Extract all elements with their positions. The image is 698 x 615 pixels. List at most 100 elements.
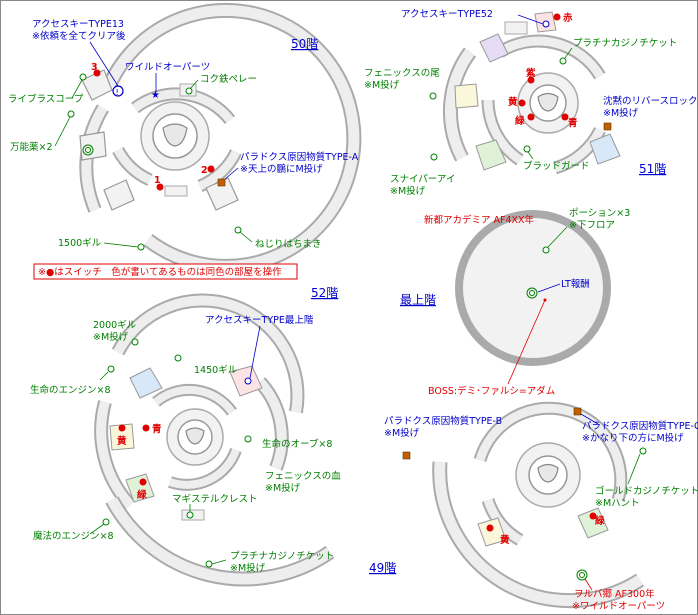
reverse-rock-marker <box>603 122 612 131</box>
f51-switch-blue <box>561 113 569 121</box>
f52-switch-yellow <box>118 424 126 432</box>
label-yarubo-note: ※ワイルドオーパーツ <box>572 601 665 612</box>
label-platinum-52: プラチナカジノチケット <box>230 551 334 562</box>
label-phoenix-blood: フェニックスの血 <box>265 470 341 482</box>
f50-room-w <box>79 131 107 161</box>
label-wild-oparts: ワイルドオーパーツ <box>125 62 210 73</box>
label-access52: アクセスキーTYPE52 <box>401 9 493 20</box>
svg-text:1: 1 <box>154 175 161 186</box>
label-life-orb: 生命のオーブ×8 <box>262 438 332 450</box>
f52-switch-green <box>139 478 147 486</box>
label-potion-note: ※下フロア <box>569 220 615 231</box>
label-gold-note: ※Mハント <box>595 498 640 509</box>
label-gold: ゴールドカジノチケット <box>595 485 698 497</box>
f51-switch-purple <box>527 76 535 84</box>
floor-52-map <box>94 293 335 587</box>
f51-room-green <box>475 139 507 171</box>
f51-switch-red <box>553 13 561 21</box>
label-yarubo: ヲルバ郷 AF300年 <box>574 588 655 600</box>
svg-text:3: 3 <box>91 62 98 73</box>
label-gil1450: 1450ギル <box>194 365 238 376</box>
svg-text:緑: 緑 <box>515 115 525 127</box>
floor-label-49: 49階 <box>369 560 396 575</box>
f51-switch-yellow <box>518 99 526 107</box>
floor-label-52: 52階 <box>311 285 338 300</box>
label-screw: ねじりはちまき <box>255 239 322 250</box>
label-life-engine: 生命のエンジン×8 <box>30 384 111 396</box>
label-platinum-52-note: ※M投げ <box>230 562 266 574</box>
f50-switch-1 <box>156 183 164 191</box>
floor-52-labels: 52階 2000ギル ※M投げ アクセスキーTYPE最上階 1450ギル 生命の… <box>30 285 341 574</box>
label-libra: ライブラスコープ <box>8 93 84 105</box>
svg-text:青: 青 <box>152 423 162 435</box>
f51-room-yellow <box>454 83 479 109</box>
f49-room-green <box>577 507 609 539</box>
f52-room-blue <box>129 367 163 399</box>
label-potion: ポーション×3 <box>569 208 630 219</box>
svg-text:黄: 黄 <box>500 534 510 546</box>
label-sniper: スナイパーアイ <box>390 174 455 185</box>
floor-label-top: 最上階 <box>400 292 436 307</box>
floor-49-labels: 49階 パラドクス原因物質TYPE-B ※M投げ パラドクス原因物質TYPE-C… <box>369 407 698 612</box>
label-phoenix-tail: フェニックスの尾 <box>364 68 440 79</box>
svg-text:青: 青 <box>568 117 578 129</box>
label-access13: アクセスキーTYPE13 <box>32 19 124 30</box>
paradox-c-marker <box>573 407 582 416</box>
paradox-b-marker <box>402 451 411 460</box>
svg-text:赤: 赤 <box>563 12 573 24</box>
svg-text:黄: 黄 <box>508 96 518 108</box>
label-paradox-c: パラドクス原因物質TYPE-C <box>582 420 698 432</box>
svg-text:2: 2 <box>201 165 208 176</box>
label-sniper-note: ※M投げ <box>390 185 426 197</box>
label-reverse-rock-note: ※M投げ <box>603 107 639 119</box>
f51-switch-green <box>527 113 535 121</box>
floor-top-labels: 最上階 新都アカデミア AF4XX年 ポーション×3 ※下フロア LT報酬 BO… <box>400 208 630 397</box>
wild-oparts-star-icon: ★ <box>151 90 160 101</box>
f52-room-green <box>125 473 155 503</box>
label-boss: BOSS:デミ･ファルシ=アダム <box>428 385 555 397</box>
svg-text:緑: 緑 <box>137 489 147 501</box>
label-platinum-51: プラチナカジノチケット <box>573 38 677 49</box>
label-paradox-b-note: ※M投げ <box>384 427 420 439</box>
label-magic-engine: 魔法のエンジン×8 <box>33 530 114 542</box>
access13-marker <box>112 85 124 97</box>
label-paradox-a: パラドクス原因物質TYPE-A <box>240 151 359 163</box>
label-elixir: 万能薬×2 <box>10 141 53 153</box>
floor-51-labels: 51階 アクセスキーTYPE52 赤 プラチナカジノチケット フェニックスの尾 … <box>364 9 698 197</box>
f50-switch-2 <box>207 165 215 173</box>
svg-text:紫: 紫 <box>526 67 536 79</box>
f50-switch-3 <box>93 69 101 77</box>
svg-text:緑: 緑 <box>595 515 605 527</box>
label-lt: LT報酬 <box>561 279 590 290</box>
f52-switch-blue <box>142 424 150 432</box>
label-gil2000-note: ※M投げ <box>93 331 129 343</box>
f51-room-purple <box>479 33 509 63</box>
label-phoenix-tail-note: ※M投げ <box>364 79 400 91</box>
f49-room-yellow <box>477 517 507 547</box>
svg-text:黄: 黄 <box>117 435 127 447</box>
label-paradox-a-note: ※天上の鵬にM投げ <box>240 163 323 175</box>
label-blood-guard: ブラッドガード <box>523 160 590 172</box>
floor-label-50: 50階 <box>291 36 318 51</box>
f49-switch-green <box>589 512 597 520</box>
switch-note: ※●はスイッチ 色が書いてあるものは同色の部屋を操作 <box>38 266 282 278</box>
floor-label-51: 51階 <box>639 161 666 176</box>
label-paradox-c-note: ※かなり下の方にM投げ <box>582 432 684 444</box>
label-paradox-b: パラドクス原因物質TYPE-B <box>384 415 502 427</box>
label-reverse-rock: 沈黙のリバースロック <box>603 95 698 107</box>
f50-core-emblem <box>162 123 188 147</box>
f52-room-yellow <box>109 423 135 451</box>
label-magistel: マギステルクレスト <box>172 494 258 505</box>
floor-50-labels: 50階 アクセスキーTYPE13 ※依頼を全てクリア後 ! ワイルドオーパーツ … <box>8 19 359 251</box>
f50-room-sw <box>103 179 135 211</box>
floor-51-map <box>442 11 621 175</box>
f49-switch-yellow <box>486 524 494 532</box>
label-cobalt: コク鉄ペレー <box>200 73 257 85</box>
label-gil2000: 2000ギル <box>93 320 137 331</box>
f51-room-blue <box>589 133 621 165</box>
svg-text:!: ! <box>116 88 119 97</box>
label-gil1500: 1500ギル <box>58 238 102 249</box>
label-access13-note: ※依頼を全てクリア後 <box>32 30 126 42</box>
label-phoenix-blood-note: ※M投げ <box>265 482 301 494</box>
